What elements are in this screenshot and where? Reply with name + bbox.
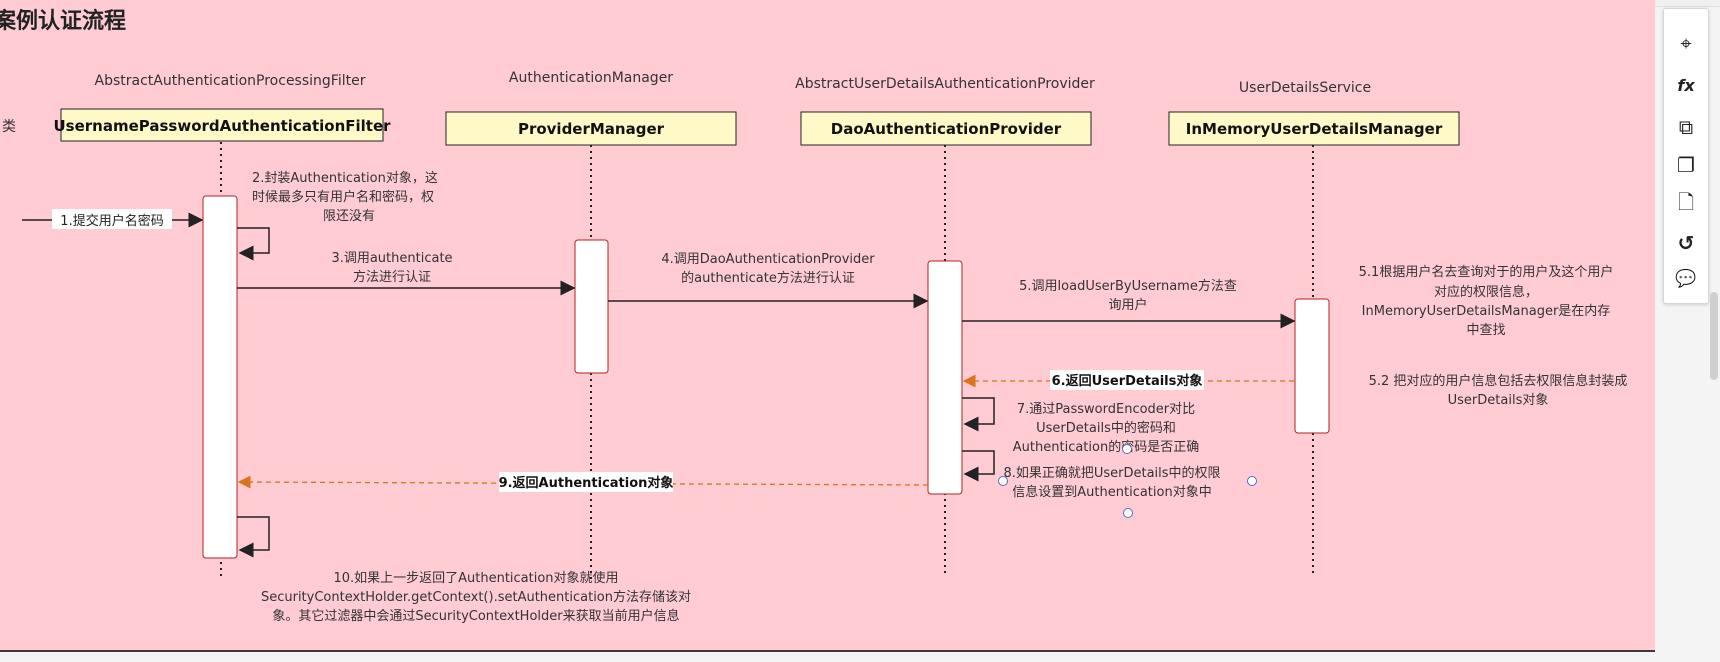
- message-10-self-arrow: [237, 516, 270, 558]
- message-3-line-1: 3.调用authenticate: [331, 251, 452, 266]
- message-4-line-2: 的authenticate方法进行认证: [681, 270, 855, 286]
- message-4-line-1: 4.调用DaoAuthenticationProvider: [661, 252, 875, 267]
- participant-category-service: UserDetailsService: [1239, 80, 1371, 96]
- participant-category-provider: AbstractUserDetailsAuthenticationProvide…: [795, 76, 1095, 92]
- note-5-2-line-1: 5.2 把对应的用户信息包括去权限信息封装成: [1369, 373, 1628, 389]
- note-5-1-line-2: 对应的权限信息，: [1434, 284, 1538, 300]
- message-6-label: 6.返回UserDetails对象: [1052, 373, 1203, 389]
- vertical-scrollbar[interactable]: [1710, 292, 1718, 380]
- message-8-line-1: 8.如果正确就把UserDetails中的权限: [1003, 465, 1220, 481]
- diagram-canvas[interactable]: 案例认证流程 类 AbstractAuthenticationProcessin…: [0, 0, 1655, 652]
- message-1-label: 1.提交用户名密码: [60, 213, 163, 229]
- note-5-1-line-3: InMemoryUserDetailsManager是在内存: [1362, 303, 1611, 319]
- comment-icon[interactable]: 💬: [1675, 269, 1697, 289]
- page-title: 案例认证流程: [0, 8, 126, 34]
- activation-service[interactable]: [1294, 298, 1330, 434]
- message-7-line-2: UserDetails中的密码和: [1036, 420, 1176, 436]
- message-2-self-arrow: [237, 227, 270, 261]
- participant-service[interactable]: InMemoryUserDetailsManager: [1168, 111, 1460, 146]
- message-10-line-1: 10.如果上一步返回了Authentication对象就使用: [333, 570, 618, 586]
- selection-handles[interactable]: [998, 444, 1257, 518]
- message-7-line-3: Authentication的密码是否正确: [1013, 439, 1199, 455]
- participant-provider[interactable]: DaoAuthenticationProvider: [800, 111, 1092, 146]
- message-8-self-arrow: [962, 450, 995, 482]
- participant-category-manager: AuthenticationManager: [509, 70, 673, 86]
- svg-text:InMemoryUserDetailsManager: InMemoryUserDetailsManager: [1186, 120, 1443, 138]
- navigate-icon[interactable]: ⌖: [1680, 31, 1692, 55]
- message-5-line-2: 询用户: [1108, 297, 1147, 313]
- message-8-line-2: 信息设置到Authentication对象中: [1012, 484, 1211, 500]
- svg-text:DaoAuthenticationProvider: DaoAuthenticationProvider: [831, 120, 1062, 138]
- note-5-2-line-2: UserDetails对象: [1448, 393, 1549, 408]
- note-5-1-line-4: 中查找: [1466, 323, 1505, 338]
- pages-icon[interactable]: ❐: [1677, 153, 1695, 177]
- svg-text:UsernamePasswordAuthentication: UsernamePasswordAuthenticationFilter: [53, 117, 391, 135]
- crop-icon[interactable]: ⧉: [1678, 115, 1694, 139]
- activation-manager[interactable]: [574, 239, 609, 374]
- participant-filter[interactable]: UsernamePasswordAuthenticationFilter: [53, 108, 391, 142]
- message-9-label-bg: [499, 472, 673, 492]
- activation-provider[interactable]: [927, 260, 963, 495]
- right-toolbar: ⌖ fx ⧉ ❐ 🗋 ↺ 💬: [1663, 8, 1709, 304]
- message-10-line-2: SecurityContextHolder.getContext().setAu…: [261, 589, 691, 605]
- message-7-line-1: 7.通过PasswordEncoder对比: [1017, 402, 1195, 417]
- fx-icon[interactable]: fx: [1677, 75, 1695, 95]
- message-3-line-2: 方法进行认证: [353, 269, 431, 285]
- message-2-line-2: 时候最多只有用户名和密码，权: [252, 189, 434, 205]
- note-5-1-line-1: 5.1根据用户名去查询对于的用户及这个用户: [1359, 264, 1614, 280]
- page-icon[interactable]: 🗋: [1677, 190, 1695, 214]
- history-icon[interactable]: ↺: [1677, 231, 1695, 255]
- message-9-label: 9.返回Authentication对象: [499, 475, 674, 491]
- svg-text:ProviderManager: ProviderManager: [518, 120, 665, 138]
- message-6-label-bg: [1050, 370, 1204, 390]
- participant-category-filter: AbstractAuthenticationProcessingFilter: [95, 73, 366, 89]
- message-7-self-arrow: [962, 397, 995, 432]
- message-5-line-1: 5.调用loadUserByUsername方法查: [1019, 278, 1237, 294]
- message-2-line-3: 限还没有: [323, 209, 375, 224]
- sequence-diagram: 案例认证流程 类 AbstractAuthenticationProcessin…: [0, 8, 1628, 624]
- activation-filter[interactable]: [202, 195, 238, 559]
- message-1-label-bg: [52, 209, 172, 229]
- message-2-line-1: 2.封装Authentication对象，这: [252, 170, 438, 186]
- participant-manager[interactable]: ProviderManager: [445, 111, 737, 146]
- side-label: 类: [2, 119, 16, 135]
- message-10-line-3: 象。其它过滤器中会通过SecurityContextHolder来获取当前用户信…: [272, 608, 679, 624]
